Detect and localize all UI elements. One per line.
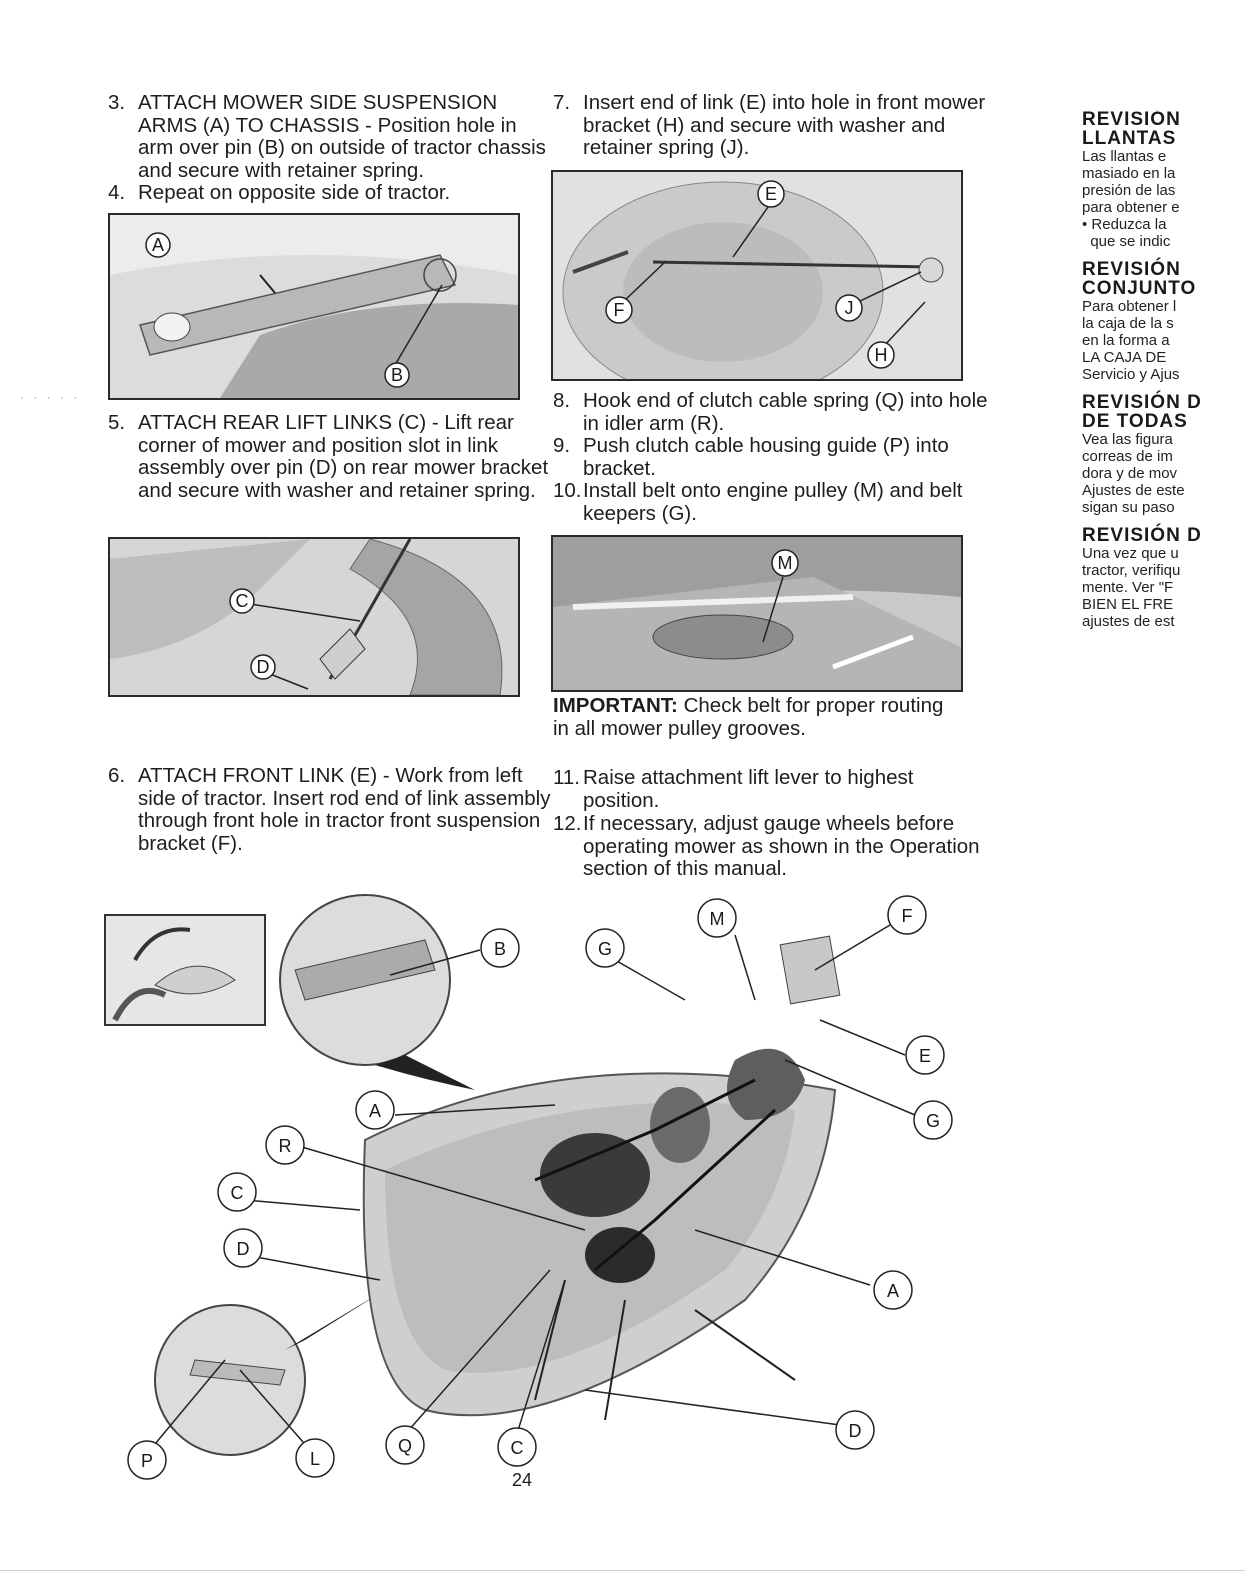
figure-rear-lift-links: C D: [108, 537, 520, 697]
step-7: 7.Insert end of link (E) into hole in fr…: [553, 91, 986, 159]
section-revision-todas: REVISIÓN D DE TODAS Vea las figura corre…: [1082, 392, 1202, 516]
callout-d: D: [237, 1239, 250, 1259]
callout-q: Q: [398, 1436, 412, 1456]
step-4: 4.Repeat on opposite side of tractor.: [108, 181, 451, 204]
callout-m: M: [710, 909, 725, 929]
callout-a: A: [152, 235, 164, 255]
callout-b: B: [494, 939, 506, 959]
callout-c: C: [231, 1183, 244, 1203]
callout-h: H: [875, 345, 888, 365]
callout-g: G: [598, 939, 612, 959]
step-10: 10.Install belt onto engine pulley (M) a…: [553, 479, 963, 525]
page-bottom-rule: [0, 1570, 1245, 1571]
callout-j: J: [845, 298, 854, 318]
important-note: IMPORTANT: Check belt for proper routing…: [553, 694, 944, 740]
spanish-column: REVISIÓN LLANTAS Las llantas e masiado e…: [1082, 110, 1245, 640]
callout-d: D: [257, 657, 270, 677]
callout-b: B: [391, 365, 403, 385]
callout-r: R: [279, 1136, 292, 1156]
callout-d-2: D: [849, 1421, 862, 1441]
callout-e: E: [765, 184, 777, 204]
section-revision-freno: REVISIÓN D Una vez que u tractor, verifi…: [1082, 525, 1202, 630]
step-6: 6.ATTACH FRONT LINK (E) - Work from left…: [108, 764, 551, 855]
step-9: 9.Push clutch cable housing guide (P) in…: [553, 434, 949, 480]
callout-l: L: [310, 1449, 320, 1469]
step-12: 12.If necessary, adjust gauge wheels bef…: [553, 812, 980, 880]
section-revision-conjunto: REVISIÓN CONJUNTO Para obtener l la caja…: [1082, 259, 1197, 383]
step-11: 11.Raise attachment lift lever to highes…: [553, 766, 914, 812]
margin-dots: · · · · ·: [20, 390, 81, 404]
callout-m: M: [778, 553, 793, 573]
callout-c-2: C: [511, 1438, 524, 1458]
callout-f: F: [902, 906, 913, 926]
mower-deck-illustration: B G M F E G A R C D A P L Q C D: [95, 880, 995, 1480]
figure-front-link: E F J H: [551, 170, 963, 381]
callout-c: C: [236, 591, 249, 611]
callout-a: A: [369, 1101, 381, 1121]
section-revision-llantas: REVISIÓN LLANTAS Las llantas e masiado e…: [1082, 110, 1181, 250]
step-3: 3.ATTACH MOWER SIDE SUSPENSION ARMS (A) …: [108, 91, 546, 182]
figure-suspension-arm: A B: [108, 213, 520, 400]
callout-p: P: [141, 1451, 153, 1471]
figure-engine-pulley: M: [551, 535, 963, 692]
callout-g-2: G: [926, 1111, 940, 1131]
callout-f: F: [614, 300, 625, 320]
page-number: 24: [512, 1470, 533, 1490]
callout-e: E: [919, 1046, 931, 1066]
step-5: 5.ATTACH REAR LIFT LINKS (C) - Lift rear…: [108, 411, 549, 502]
step-8: 8.Hook end of clutch cable spring (Q) in…: [553, 389, 988, 435]
callout-a-2: A: [887, 1281, 899, 1301]
